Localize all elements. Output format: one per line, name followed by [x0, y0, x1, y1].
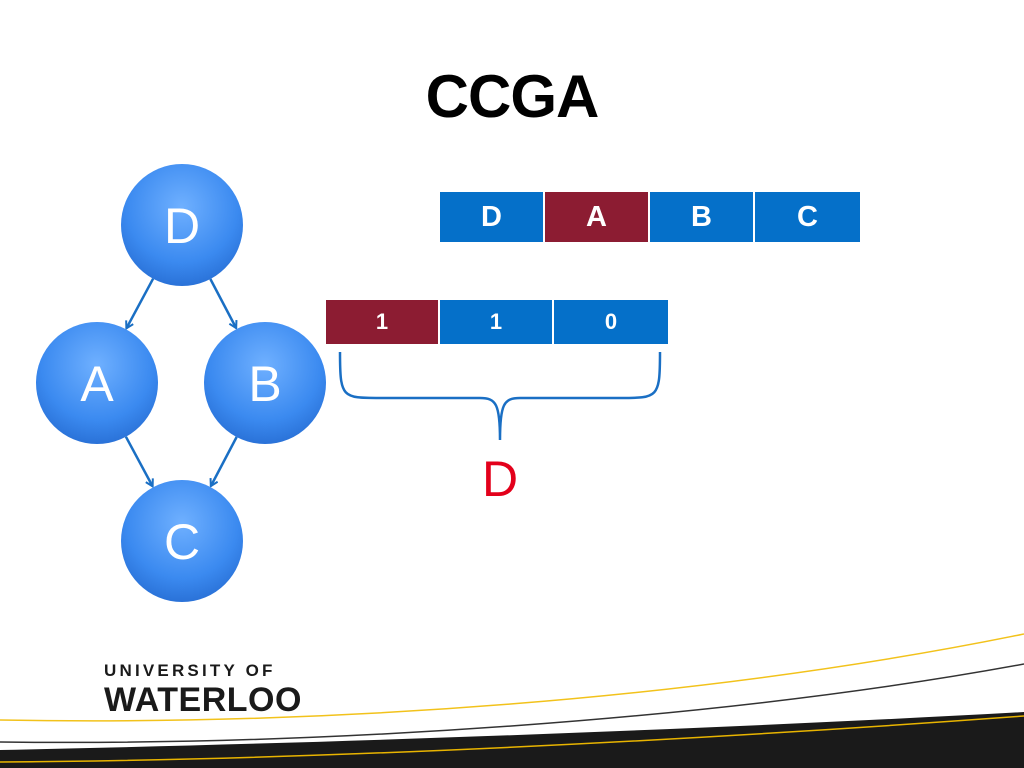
footer-dark-line	[0, 663, 1024, 744]
footer-swoosh	[0, 633, 1024, 768]
node-a: A	[36, 322, 158, 444]
footer-gold-line-lower	[0, 715, 1024, 763]
university-logo: UNIVERSITY OF WATERLOO	[104, 662, 302, 717]
node-label: B	[248, 356, 281, 412]
node-c: C	[121, 480, 243, 602]
brace	[338, 351, 662, 441]
order-strip-cell: A	[545, 192, 650, 242]
graph-nodes: D A B C	[36, 164, 326, 602]
slide-title: CCGA	[425, 63, 600, 130]
node-label: D	[164, 198, 200, 254]
logo-line-1: UNIVERSITY OF	[104, 661, 276, 680]
node-circle	[36, 322, 158, 444]
bits-strip-cell: 1	[326, 300, 440, 344]
edge-b-to-c	[211, 436, 238, 486]
logo-line-2: WATERLOO	[104, 681, 302, 719]
order-strip-cell: D	[440, 192, 545, 242]
edge-d-to-b	[209, 278, 236, 328]
brace-label: D	[481, 451, 519, 507]
footer-black-band	[0, 712, 1024, 768]
node-label: A	[80, 356, 114, 412]
bits-strip-cell: 0	[554, 300, 668, 344]
node-d: D	[121, 164, 243, 286]
edge-a-to-c	[124, 436, 153, 487]
order-strip-cell: B	[650, 192, 755, 242]
order-strip-cell: C	[755, 192, 860, 242]
node-circle	[121, 164, 243, 286]
node-circle	[204, 322, 326, 444]
node-circle	[121, 480, 243, 602]
edge-d-to-a	[126, 278, 155, 329]
footer-gold-line	[0, 633, 1024, 722]
bits-strip-cell: 1	[440, 300, 554, 344]
graph-edges	[124, 278, 238, 487]
node-b: B	[204, 322, 326, 444]
node-label: C	[164, 514, 200, 570]
